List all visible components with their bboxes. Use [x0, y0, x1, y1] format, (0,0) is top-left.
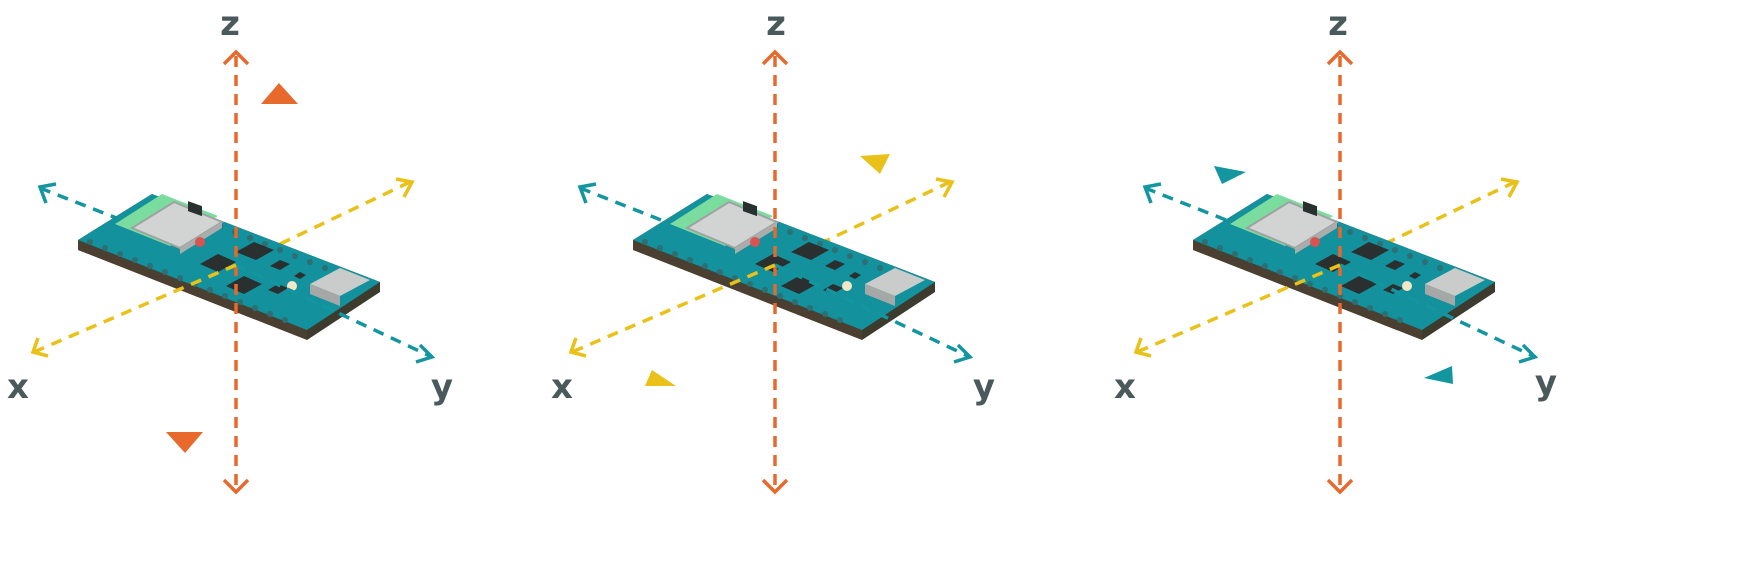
rotation-arrow-up-icon — [261, 83, 298, 104]
y-arrowhead-front-icon — [1518, 343, 1539, 364]
panel-z-rotation: z x y — [7, 4, 453, 495]
z-axis-label: z — [220, 4, 240, 44]
y-arrowhead-back-icon — [577, 182, 597, 204]
y-arrowhead-front-icon — [953, 343, 974, 364]
y-axis-line-front — [1339, 263, 1536, 359]
z-arrowhead-bottom-icon — [761, 478, 789, 495]
z-arrowhead-top-icon — [222, 49, 250, 66]
z-axis-label: z — [1328, 4, 1348, 44]
x-arrowhead-front-icon — [1133, 337, 1152, 358]
x-arrowhead-back-icon — [1500, 177, 1520, 198]
y-axis-label: y — [431, 367, 453, 407]
z-arrowhead-bottom-icon — [1326, 478, 1354, 495]
rotation-arrow-front-icon — [645, 370, 676, 386]
y-axis-line-front — [235, 263, 433, 359]
arduino-board-icon — [632, 193, 936, 341]
y-arrowhead-front-icon — [415, 343, 436, 364]
x-arrowhead-back-icon — [395, 177, 415, 198]
y-axis-label: y — [973, 367, 995, 407]
z-arrowhead-top-icon — [761, 49, 789, 66]
y-arrowhead-back-icon — [37, 182, 57, 204]
z-arrowhead-bottom-icon — [222, 478, 250, 495]
rotation-arrow-back-icon — [1214, 166, 1246, 184]
x-arrowhead-front-icon — [568, 337, 587, 358]
x-axis-label: x — [7, 367, 29, 407]
z-arrowhead-top-icon — [1326, 49, 1354, 66]
panel-x-rotation: z x y — [551, 4, 995, 495]
rotation-arrow-front-icon — [1424, 366, 1453, 384]
rotation-arrow-down-icon — [166, 432, 203, 453]
x-axis-label: x — [1114, 367, 1136, 407]
z-axis-label: z — [766, 4, 786, 44]
y-arrowhead-back-icon — [1142, 182, 1162, 204]
x-axis-label: x — [551, 367, 573, 407]
rotation-arrow-back-icon — [860, 154, 890, 174]
y-axis-line-front — [774, 263, 971, 359]
y-axis-label: y — [1535, 363, 1557, 403]
x-arrowhead-front-icon — [30, 337, 49, 358]
panel-y-rotation: z x y — [1114, 4, 1557, 495]
x-arrowhead-back-icon — [935, 177, 955, 198]
